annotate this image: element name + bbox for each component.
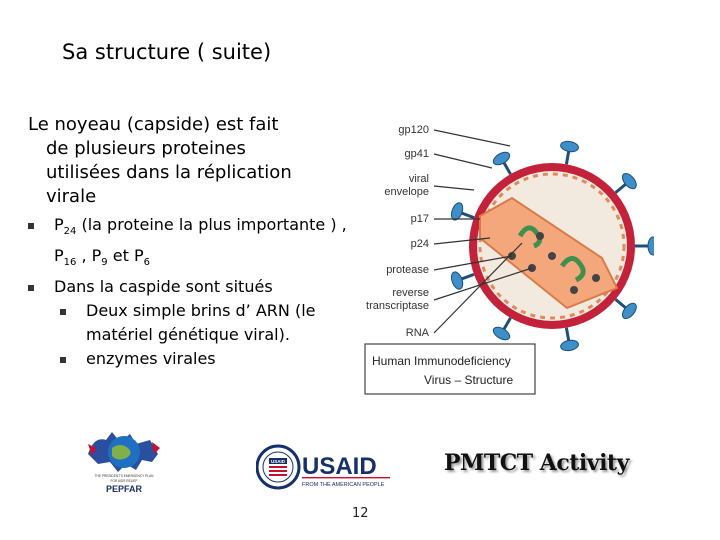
label-rna: RNA (406, 327, 430, 339)
label-viral: viral (409, 173, 429, 185)
rna-strand-2 (559, 256, 586, 283)
pepfar-line-2: FOR AIDS RELIEF (111, 479, 138, 483)
pmtct-activity-logo: PMTCT Activity (444, 450, 629, 476)
label-gp41: gp41 (405, 148, 429, 160)
usaid-wordmark: USAID (302, 453, 377, 480)
leader-lines (433, 129, 533, 334)
bullet-capsid: Dans la caspide sont situés Deux simple … (28, 275, 358, 371)
intro-line-2: de plusieurs proteines (46, 138, 246, 159)
sub-bullet-rna: Deux simple brins d’ ARN (le matériel gé… (60, 299, 358, 347)
gp120-knob (560, 339, 579, 352)
gp120-knob (492, 326, 511, 341)
pepfar-logo: THE PRESIDENT'S EMERGENCY PLAN FOR AIDS … (88, 432, 160, 494)
caption-line-2: Virus – Structure (424, 373, 513, 387)
gp120-knob (621, 172, 637, 190)
intro-line-4: virale (46, 186, 97, 207)
gp41-stalk (564, 150, 571, 165)
virus-illustration (450, 140, 654, 352)
usaid-seal-text: USAID (271, 459, 286, 464)
usaid-logo: USAID USAID FROM THE AMERICAN PEOPLE (256, 444, 390, 490)
intro-line-3: utilisées dans la réplication (46, 162, 292, 183)
intro-line-1: Le noyeau (capside) est fait (28, 114, 279, 135)
subscript-16: 16 (63, 257, 77, 269)
gp41-stalk (460, 211, 475, 220)
sub-bullet-enzymes: enzymes virales (60, 347, 358, 371)
gp120-knob (560, 140, 579, 153)
gp41-stalk (460, 272, 475, 281)
slide-title: Sa structure ( suite) (62, 40, 272, 64)
subscript-24: 24 (63, 226, 77, 238)
gp120-knob (647, 236, 654, 256)
bullet-p-letter: P (54, 215, 64, 234)
gp120-knob (450, 202, 464, 221)
subscript-9: 9 (101, 257, 108, 269)
gp120-knob (621, 302, 637, 320)
slide-body: Le noyeau (capside) est fait de plusieur… (28, 113, 358, 371)
gp41-stalk (564, 327, 571, 342)
usaid-tagline: FROM THE AMERICAN PEOPLE (302, 482, 385, 488)
bullet-proteins: P24 (la proteine la plus importante ) , … (28, 213, 358, 275)
label-p17: p17 (411, 213, 429, 225)
rna-strand-1 (517, 225, 542, 249)
bullet-text-1: (la proteine la plus importante ) , P (54, 215, 347, 266)
gp120-knob (492, 151, 511, 166)
pepfar-line-1: THE PRESIDENT'S EMERGENCY PLAN (95, 474, 155, 478)
label-envelope: envelope (384, 186, 429, 198)
gp41-stalk (502, 317, 512, 331)
bullet-list: P24 (la proteine la plus importante ) , … (28, 213, 358, 371)
label-gp120: gp120 (398, 124, 429, 136)
capsid-shape (479, 196, 619, 310)
label-transcriptase: transcriptase (366, 300, 429, 312)
bullet-text-3: et P (107, 246, 144, 266)
intro-paragraph: Le noyeau (capside) est fait de plusieur… (28, 113, 358, 209)
subscript-6: 6 (143, 257, 150, 269)
sub-bullet-list: Deux simple brins d’ ARN (le matériel gé… (54, 299, 358, 371)
label-protease: protease (386, 264, 429, 276)
gp41-stalk (614, 182, 628, 194)
gp41-stalk (502, 161, 512, 175)
page-number: 12 (352, 506, 369, 521)
hiv-structure-diagram: gp120 gp41 viral envelope p17 p24 protea… (362, 118, 654, 400)
label-p24: p24 (411, 238, 429, 250)
label-reverse: reverse (392, 287, 429, 299)
caption-line-1: Human Immunodeficiency (372, 354, 511, 368)
bullet-text-2: , P (76, 246, 102, 266)
gp120-knob (450, 271, 464, 290)
gp41-stalk (614, 298, 628, 310)
pepfar-name: PEPFAR (106, 484, 143, 494)
bullet-capsid-text: Dans la caspide sont situés (54, 277, 273, 297)
diagram-caption: Human Immunodeficiency Virus – Structure (364, 343, 536, 395)
